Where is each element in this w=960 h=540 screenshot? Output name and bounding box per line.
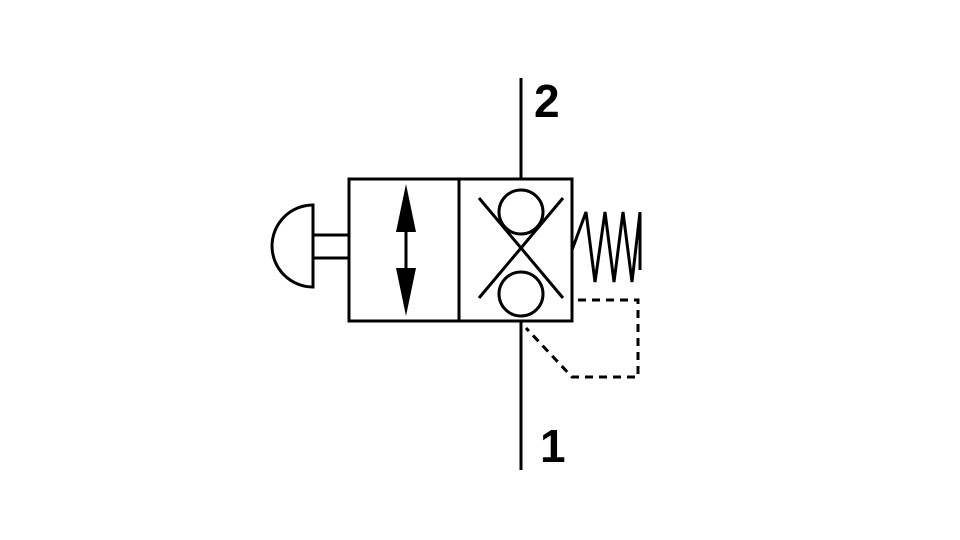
check-valves-icon <box>477 188 565 318</box>
port-label-top: 2 <box>534 75 560 127</box>
port-label-bottom: 1 <box>540 420 566 472</box>
push-button-icon <box>270 203 349 289</box>
double-arrow-icon <box>396 184 416 316</box>
valve-position-right <box>457 177 574 323</box>
spring-icon <box>570 211 642 283</box>
dashed-pilot-line <box>524 298 640 379</box>
